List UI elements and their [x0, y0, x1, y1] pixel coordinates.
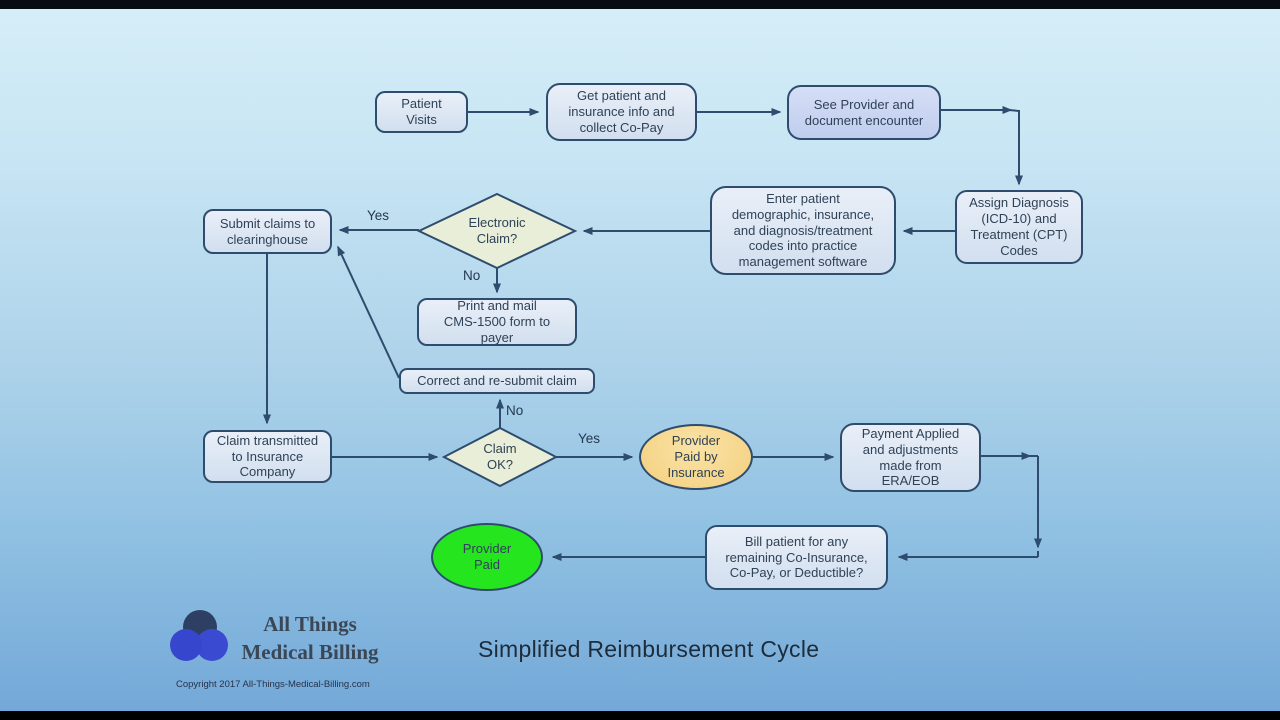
node-see-provider: See Provider and document encounter [787, 85, 941, 140]
node-provider-paid-by-insurance: Provider Paid by Insurance [639, 424, 753, 490]
edge-label-claim-ok-yes: Yes [578, 431, 601, 446]
node-provider-paid: Provider Paid [431, 523, 543, 591]
brand-logo-icon [170, 610, 228, 661]
edge-label-electronic-yes: Yes [367, 208, 390, 223]
brand-name-line1: All Things [263, 612, 357, 636]
decision-diamond-claim-ok [441, 426, 559, 488]
node-correct-resubmit: Correct and re-submit claim [399, 368, 595, 394]
decision-electronic-claim-label: Electronic Claim? [468, 214, 526, 246]
node-payment-applied: Payment Applied and adjustments made fro… [840, 423, 981, 492]
diagram-title: Simplified Reimbursement Cycle [478, 636, 820, 662]
brand-name: All Things Medical Billing [228, 611, 392, 667]
node-print-mail-cms1500: Print and mail CMS-1500 form to payer [417, 298, 577, 346]
node-assign-codes: Assign Diagnosis (ICD-10) and Treatment … [955, 190, 1083, 264]
decision-diamond-electronic-claim [416, 192, 578, 270]
node-enter-codes: Enter patient demographic, insurance, an… [710, 186, 896, 275]
node-get-patient-info: Get patient and insurance info and colle… [546, 83, 697, 141]
arrow-correct-to-submit [337, 245, 400, 379]
connector-corner [1008, 109, 1020, 112]
node-bill-patient: Bill patient for any remaining Co-Insura… [705, 525, 888, 590]
decision-claim-ok-label: Claim OK? [483, 440, 517, 472]
brand-name-line2: Medical Billing [241, 639, 379, 664]
letterbox-top [0, 0, 1280, 9]
letterbox-bottom [0, 711, 1280, 720]
copyright-text: Copyright 2017 All-Things-Medical-Billin… [176, 679, 370, 690]
edge-label-claim-ok-no: No [506, 403, 524, 418]
node-submit-claims: Submit claims to clearinghouse [203, 209, 332, 254]
edge-label-electronic-no: No [463, 268, 481, 283]
node-claim-transmitted: Claim transmitted to Insurance Company [203, 430, 332, 483]
node-patient-visits: Patient Visits [375, 91, 468, 133]
